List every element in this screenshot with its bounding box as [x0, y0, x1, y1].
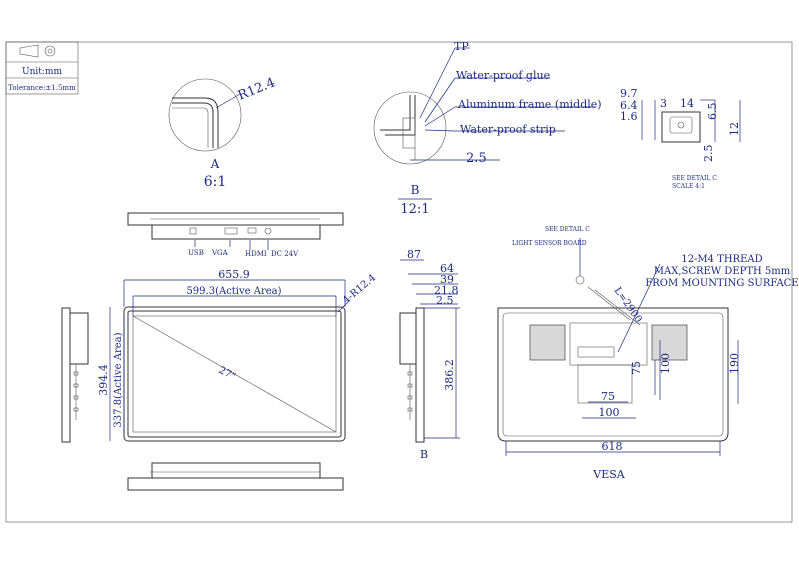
- detail-c-dim-6-4: 6.4: [620, 99, 638, 112]
- detail-c-dim-14: 14: [680, 97, 694, 110]
- front-view: 655.9 599.3(Active Area) 4-R12.4 27" 394…: [97, 268, 378, 442]
- detail-b-glue: Water-proof glue: [456, 69, 550, 82]
- side-view: 87 64 39 21.8 2.5 386.2 B: [399, 248, 460, 461]
- speaker-grille-left: [529, 324, 566, 361]
- side-dim-2-5: 2.5: [436, 294, 454, 307]
- rear-vesa-h100: 100: [599, 406, 620, 419]
- rear-vesa-label: VESA: [592, 468, 626, 481]
- top-view: USB VGA HDMI DC 24V: [127, 212, 344, 258]
- detail-c-dim-3: 3: [660, 97, 667, 110]
- speaker-grille-right: [651, 324, 688, 361]
- rear-light-sensor: LIGHT SENSOR BOARD: [512, 240, 587, 247]
- rear-vesa-v100: 100: [659, 353, 672, 374]
- detail-c-dim-1-6: 1.6: [620, 110, 638, 123]
- side-dim-87: 87: [407, 248, 421, 261]
- detail-c-dim-9-7: 9.7: [620, 87, 638, 100]
- front-corner: 4-R12.4: [341, 272, 378, 306]
- detail-c-dim-2-5: 2.5: [702, 145, 715, 163]
- rear-detail-c: SEE DETAIL C: [545, 226, 590, 233]
- side-height: 386.2: [443, 359, 456, 391]
- detail-b-tp: TP: [454, 40, 469, 53]
- rear-vesa-h75: 75: [601, 390, 615, 403]
- detail-c-dim-6-5: 6.5: [706, 103, 719, 121]
- left-side-view: [61, 307, 89, 443]
- projection-symbol-icon: [19, 44, 56, 58]
- rear-thread-line-2: MAX,SCREW DEPTH 5mm: [654, 266, 791, 277]
- detail-c-dim-12: 12: [728, 122, 741, 136]
- side-dim-64: 64: [440, 262, 454, 275]
- detail-b-letter: B: [411, 183, 420, 197]
- rear-cable-length: L=2900: [612, 285, 644, 324]
- tolerance-label: Tolerance:±1.5mm: [8, 84, 76, 92]
- rear-view: SEE DETAIL C LIGHT SENSOR BOARD 12-M4 TH…: [497, 226, 799, 481]
- detail-b-strip: Water-proof strip: [460, 123, 556, 136]
- detail-b-frame: Aluminum frame (middle): [457, 98, 602, 111]
- port-dc: DC 24V: [271, 250, 299, 258]
- detail-c: 9.7 6.4 1.6 3 14 6.5 12 2.5 SEE DETAIL C…: [620, 87, 741, 190]
- detail-c-caption: SEE DETAIL C: [672, 175, 717, 182]
- detail-b-scale: 12:1: [400, 202, 429, 217]
- bottom-view: [127, 462, 344, 491]
- detail-a-letter: A: [210, 157, 220, 171]
- port-hdmi: HDMI: [245, 250, 267, 258]
- rear-thread-line-1: 12-M4 THREAD: [681, 254, 762, 265]
- unit-label: Unit:mm: [22, 67, 62, 77]
- port-vga: VGA: [211, 249, 229, 257]
- front-active-height: 337.8(Active Area): [113, 332, 124, 427]
- side-dim-21-8: 21.8: [434, 284, 459, 297]
- detail-c-scale: SCALE 4:1: [672, 183, 705, 190]
- front-width: 655.9: [218, 268, 250, 281]
- rear-thread-line-3: FROM MOUNTING SURFACE: [645, 278, 798, 289]
- detail-a: R12.4 A 6:1: [168, 75, 278, 190]
- rear-height-190: 190: [728, 353, 741, 374]
- detail-b: TP Water-proof glue Aluminum frame (midd…: [373, 40, 602, 217]
- front-active-width: 599.3(Active Area): [186, 286, 281, 297]
- front-height: 394.4: [97, 364, 110, 396]
- side-dim-39: 39: [440, 273, 454, 286]
- drawing-border: [5, 41, 793, 523]
- detail-a-radius: R12.4: [236, 75, 278, 103]
- rear-width-618: 618: [602, 440, 623, 453]
- title-block: Unit:mm Tolerance:±1.5mm: [5, 41, 79, 95]
- side-letter: B: [420, 448, 428, 461]
- front-diagonal: 27": [217, 365, 237, 383]
- detail-b-dim: 2.5: [466, 151, 487, 166]
- detail-a-scale: 6:1: [204, 174, 227, 190]
- rear-vesa-v75: 75: [630, 361, 643, 375]
- port-usb: USB: [188, 249, 204, 257]
